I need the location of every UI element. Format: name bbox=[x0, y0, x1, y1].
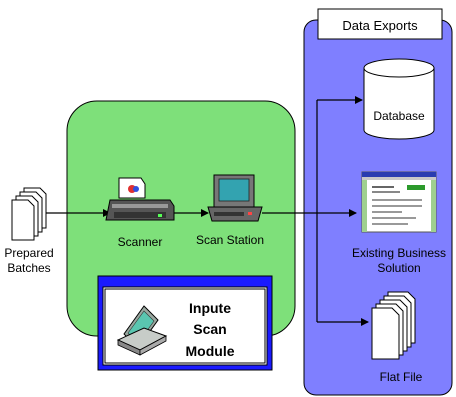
computer-icon bbox=[207, 174, 263, 222]
exports-title-box bbox=[317, 8, 443, 40]
exports-title: Data Exports bbox=[342, 18, 418, 33]
screenshot-icon bbox=[361, 171, 437, 233]
module-label-line-1: Inpute bbox=[189, 300, 231, 316]
flat-file-icon bbox=[371, 291, 416, 360]
database-label: Database bbox=[373, 109, 425, 123]
scan-station-label: Scan Station bbox=[196, 233, 264, 247]
database-icon bbox=[363, 58, 435, 140]
module-label-line-2: Scan bbox=[193, 321, 226, 337]
input-label-line-1: Prepared bbox=[4, 246, 53, 260]
business-label-line-2: Solution bbox=[377, 261, 420, 275]
scanner-icon bbox=[105, 177, 175, 221]
scan-module-box bbox=[97, 275, 273, 371]
business-label-line-1: Existing Business bbox=[352, 246, 446, 260]
module-label-line-3: Module bbox=[186, 343, 235, 359]
input-label-line-2: Batches bbox=[7, 261, 50, 275]
scanner-label: Scanner bbox=[118, 235, 163, 249]
flat-file-label: Flat File bbox=[380, 370, 423, 384]
document-stack-icon bbox=[11, 187, 47, 241]
flatbed-scanner-icon bbox=[116, 305, 168, 356]
